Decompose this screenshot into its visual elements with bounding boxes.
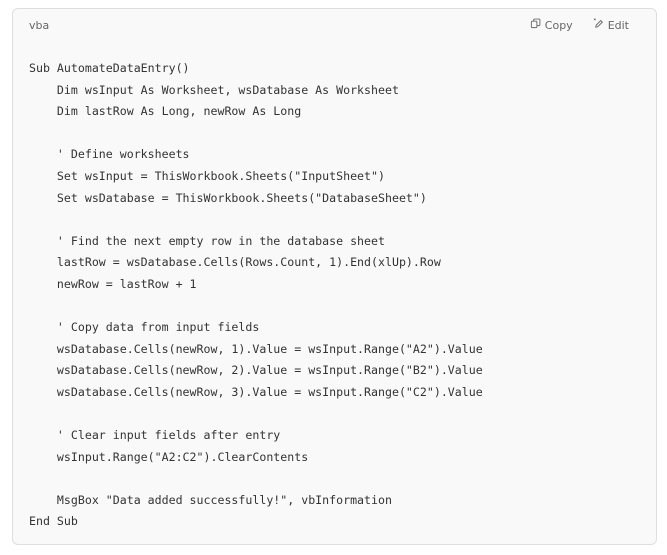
code-line: Dim lastRow As Long, newRow As Long [29,104,302,119]
code-line: lastRow = wsDatabase.Cells(Rows.Count, 1… [29,255,441,270]
code-line: newRow = lastRow + 1 [29,276,197,291]
code-line: wsInput.Range("A2:C2").ClearContents [29,449,309,464]
code-line [29,209,483,231]
code-line: Dim wsInput As Worksheet, wsDatabase As … [29,82,399,97]
code-line: wsDatabase.Cells(newRow, 2).Value = wsIn… [29,363,483,378]
code-line: MsgBox "Data added successfully!", vbInf… [29,492,392,507]
code-line [29,468,483,490]
code-line: End Sub [29,514,78,529]
code-content: Sub AutomateDataEntry() Dim wsInput As W… [29,58,483,533]
code-block: vba Copy Edit [12,8,657,545]
code-block-header: vba Copy Edit [13,9,656,43]
edit-label: Edit [607,18,629,32]
copy-icon [530,18,541,32]
code-line: ' Find the next empty row in the databas… [29,233,385,248]
code-line: Set wsDatabase = ThisWorkbook.Sheets("Da… [29,190,427,205]
code-line: wsDatabase.Cells(newRow, 1).Value = wsIn… [29,341,483,356]
code-line: Sub AutomateDataEntry() [29,61,190,75]
code-line [29,296,483,318]
code-line: ' Define worksheets [29,147,190,162]
copy-button[interactable]: Copy [530,18,573,32]
edit-pencil-icon [593,18,604,32]
edit-button[interactable]: Edit [593,18,629,32]
code-line [29,123,483,145]
code-line: ' Copy data from input fields [29,320,260,335]
language-label: vba [29,19,50,32]
code-line: wsDatabase.Cells(newRow, 3).Value = wsIn… [29,384,483,399]
code-line: ' Clear input fields after entry [29,428,281,443]
code-line: Set wsInput = ThisWorkbook.Sheets("Input… [29,168,385,183]
copy-label: Copy [544,18,573,32]
code-line [29,404,483,426]
code-actions: Copy Edit [530,18,629,32]
